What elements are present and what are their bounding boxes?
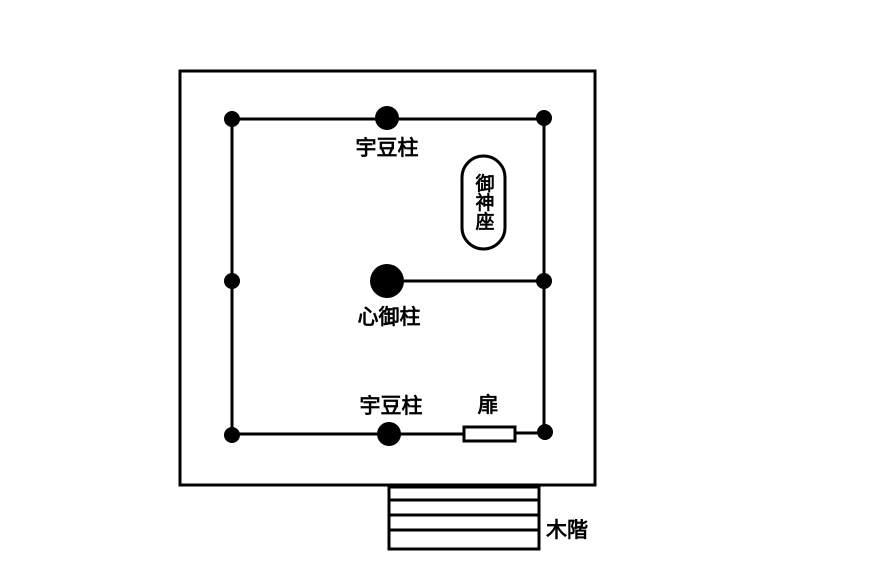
central-pillar-label: 心御柱	[358, 305, 421, 329]
pillars	[224, 106, 553, 446]
stairs-label: 木階	[545, 518, 588, 542]
corner-pillar-top-left	[224, 111, 240, 127]
uzu-pillar-bottom-label: 宇豆柱	[360, 394, 423, 418]
wooden-stairs	[387, 485, 541, 551]
uzu-pillar-bottom	[377, 422, 401, 446]
corner-pillar-top-right	[536, 110, 552, 126]
corner-pillar-bottom-left	[224, 427, 240, 443]
door-symbol	[462, 425, 517, 443]
stairs-outline	[387, 485, 541, 551]
sacred-seat-label: 御神座	[473, 172, 496, 231]
uzu-pillar-top	[375, 106, 399, 130]
uzu-pillar-top-label: 宇豆柱	[356, 136, 419, 160]
corner-pillar-bottom-right	[537, 424, 553, 440]
side-pillar-right	[536, 273, 552, 289]
side-pillar-left	[224, 273, 240, 289]
door-label: 扉	[478, 393, 499, 417]
central-pillar	[370, 264, 404, 298]
sacred-seat-outline	[460, 154, 507, 251]
outer-platform	[178, 69, 597, 487]
